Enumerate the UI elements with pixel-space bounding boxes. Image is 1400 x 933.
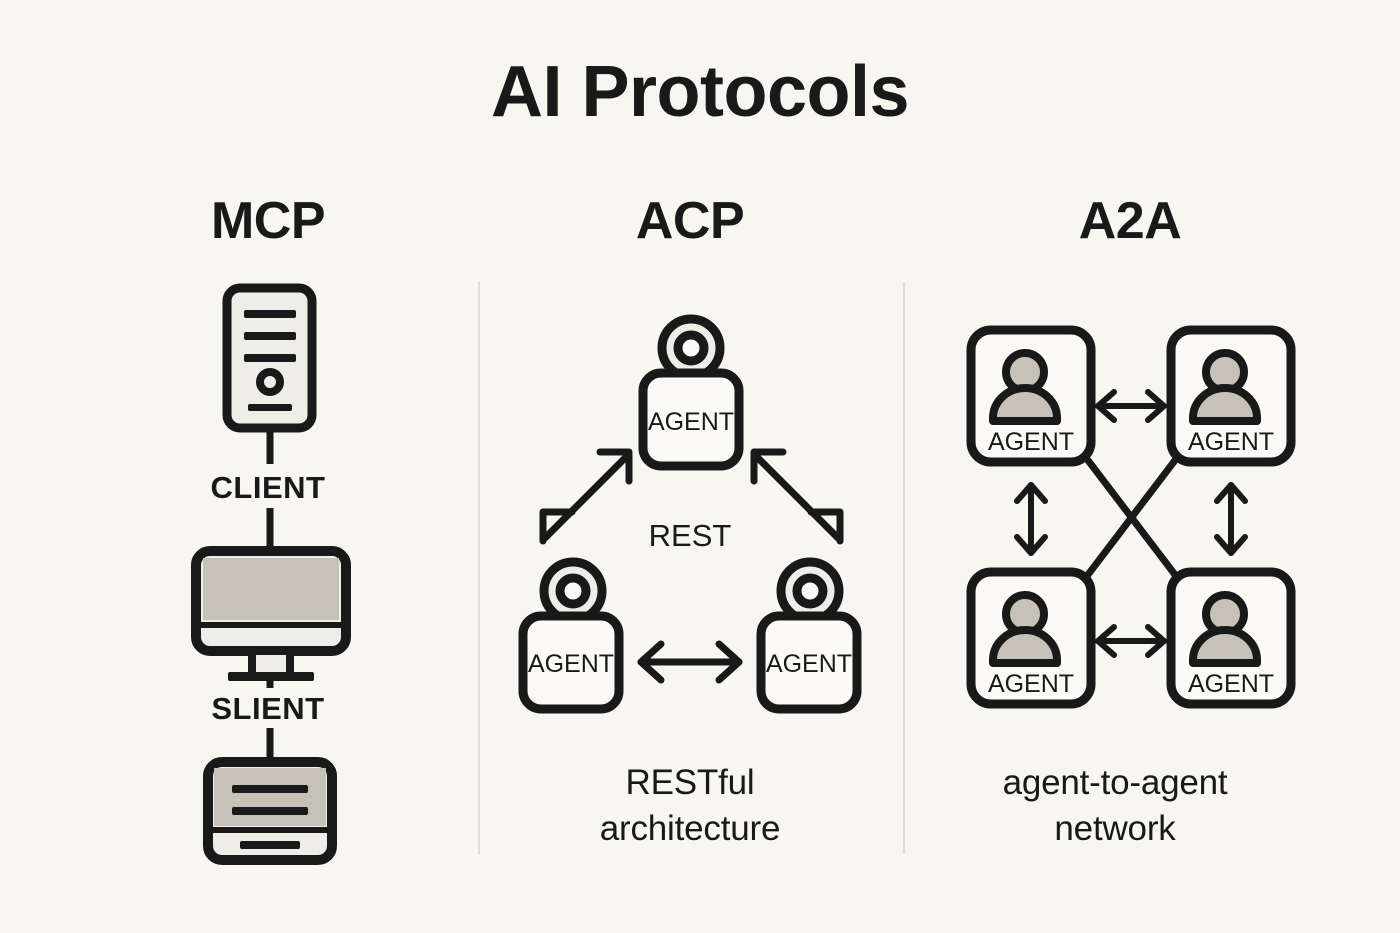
a2a-arrow-top [1095,389,1167,423]
a2a-agent-br-label: AGENT [1187,670,1275,698]
column-title-mcp: MCP [210,192,326,250]
acp-arrow-bottom [637,640,743,684]
mcp-label-client: CLIENT [210,470,326,505]
a2a-group [966,325,1296,709]
acp-caption-line1: RESTful [625,763,755,802]
a2a-person-icon-bottom-left [989,591,1061,667]
acp-caption-line2: architecture [599,808,781,848]
acp-agent-top-label: AGENT [647,408,735,436]
acp-agent-left-label: AGENT [527,650,615,678]
acp-agent-right-label: AGENT [765,650,853,678]
mcp-group [191,283,351,865]
a2a-caption-line1: agent-to-agent [1002,763,1228,802]
a2a-agent-tl-label: AGENT [987,428,1075,456]
mcp-label-slient: SLIENT [211,691,325,726]
acp-agent-top-head-icon [657,314,725,382]
a2a-agent-bl-label: AGENT [987,670,1075,698]
a2a-agent-tr-label: AGENT [1187,428,1275,456]
acp-label-rest: REST [648,518,732,553]
monitor-icon [191,546,351,681]
acp-agent-left-head-icon [539,557,607,625]
a2a-arrow-right [1214,482,1248,556]
acp-agent-right-head-icon [776,557,844,625]
acp-caption: RESTful architecture [489,760,891,851]
a2a-caption-line2: network [1054,808,1176,848]
server-tower-icon [222,283,317,433]
a2a-link-diagonal-a [1083,455,1180,580]
device-icon [203,757,337,865]
a2a-arrow-bottom [1095,624,1167,658]
a2a-person-icon-bottom-right [1189,591,1261,667]
page-title: AI Protocols [490,52,910,132]
a2a-link-diagonal-b [1083,455,1180,580]
column-divider-left [478,282,480,854]
a2a-caption: agent-to-agent network [915,760,1315,851]
a2a-person-icon-top-left [989,349,1061,425]
column-title-a2a: A2A [1078,192,1182,250]
a2a-person-icon-top-right [1189,349,1261,425]
column-divider-right [903,282,905,854]
a2a-arrow-left [1014,482,1048,556]
column-title-acp: ACP [635,192,745,250]
